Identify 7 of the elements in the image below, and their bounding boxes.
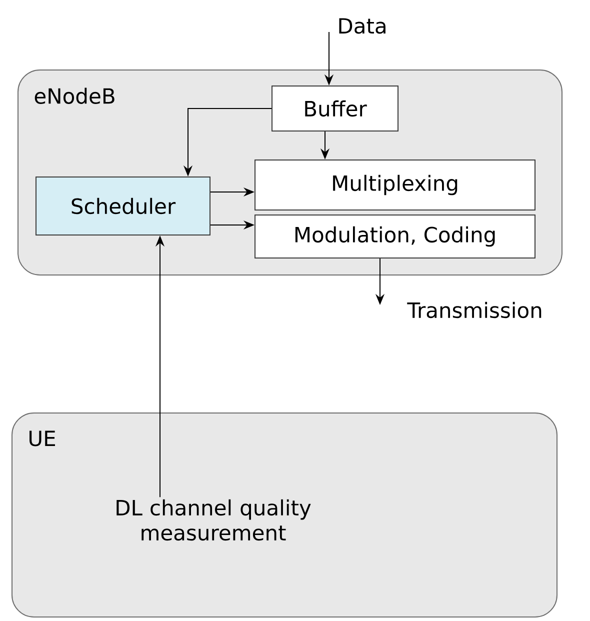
output-label: Transmission (407, 302, 542, 318)
input-label: Data (339, 18, 386, 34)
process-box: Modulation, Coding (254, 214, 536, 258)
scheduler-box: Scheduler (36, 176, 210, 236)
measurement-label: DL channel quality measurement (116, 499, 311, 541)
process-box: Multiplexing (254, 160, 536, 210)
buffer-box: Buffer (272, 86, 398, 132)
